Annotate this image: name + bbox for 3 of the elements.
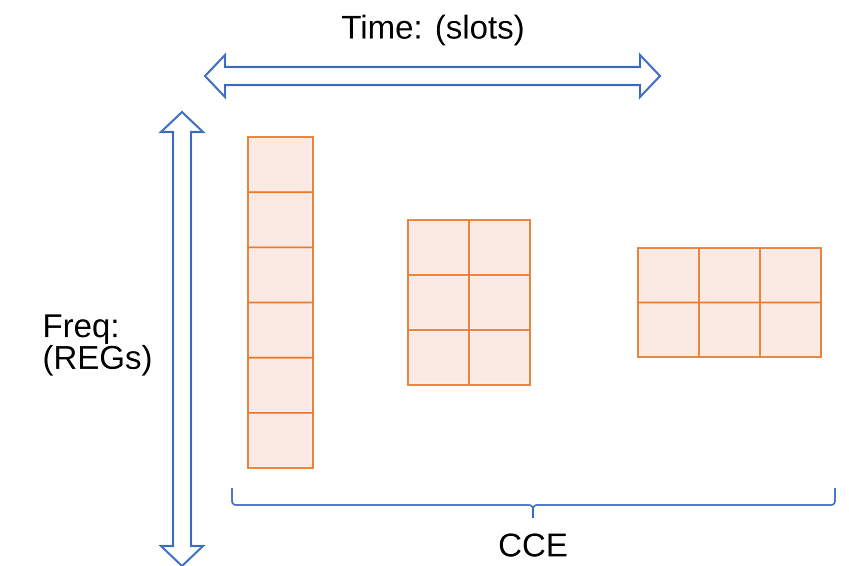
axis-label: Time: (slots) [342, 14, 523, 46]
axis-label: Freq: (REGs) [44, 314, 150, 376]
axis-label: CCE [500, 533, 566, 557]
